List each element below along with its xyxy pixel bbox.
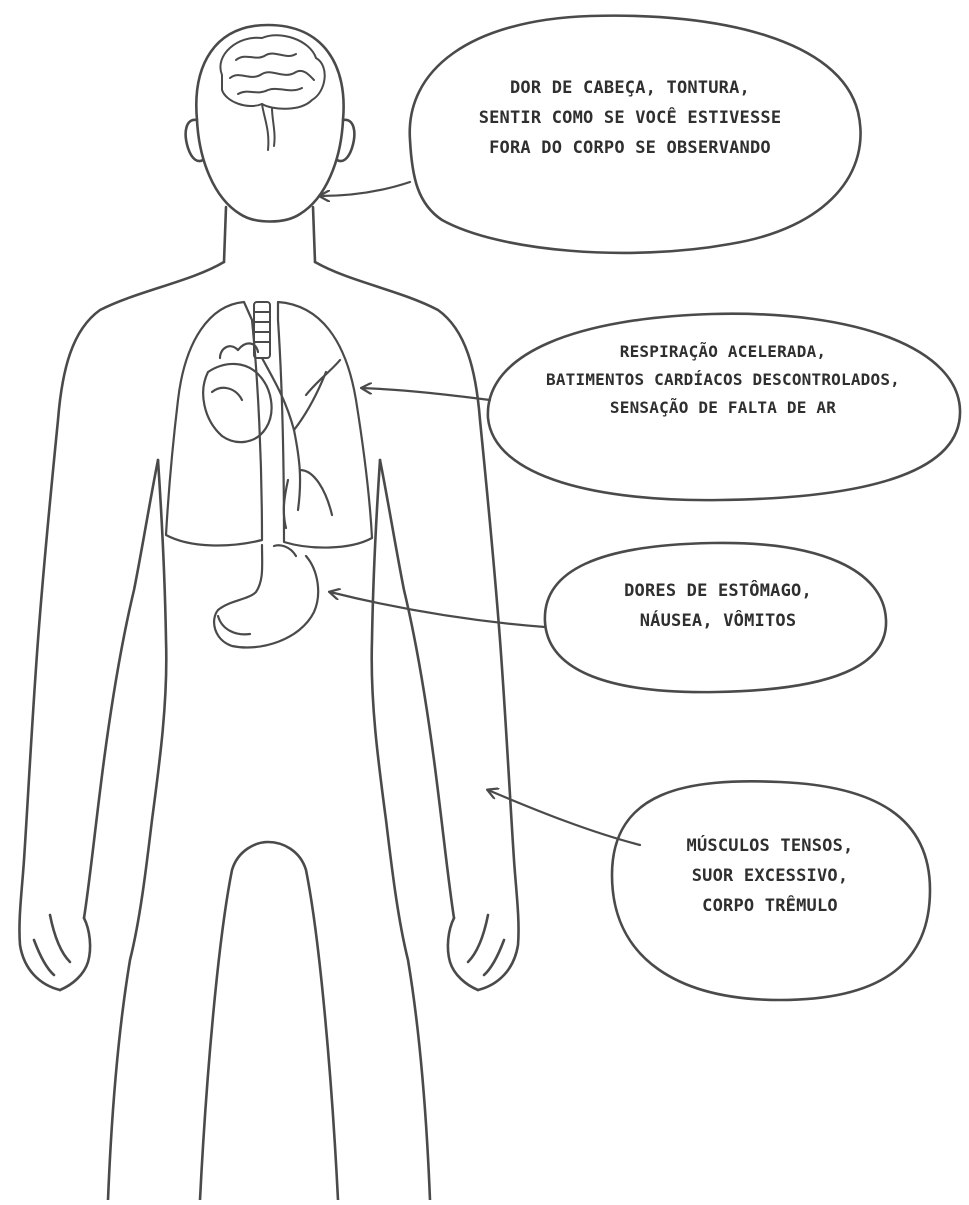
callout-text-chest: RESPIRAÇÃO ACELERADA, BATIMENTOS CARDÍAC… [488, 338, 958, 422]
callout-arrows [320, 182, 640, 845]
callout-line: DOR DE CABEÇA, TONTURA, [420, 74, 840, 104]
callout-line: RESPIRAÇÃO ACELERADA, [488, 338, 958, 366]
callout-line: NÁUSEA, VÔMITOS [553, 607, 883, 637]
callout-line: SUOR EXCESSIVO, [620, 862, 920, 892]
stomach-icon [214, 545, 318, 648]
arrow-head-callout [320, 182, 410, 196]
callout-text-stomach: DORES DE ESTÔMAGO, NÁUSEA, VÔMITOS [553, 577, 883, 637]
brain-icon [220, 35, 324, 150]
arrow-stomach-callout [330, 592, 545, 627]
callout-line: BATIMENTOS CARDÍACOS DESCONTROLADOS, [488, 366, 958, 394]
callout-line: SENSAÇÃO DE FALTA DE AR [488, 394, 958, 422]
callout-line: DORES DE ESTÔMAGO, [553, 577, 883, 607]
callout-line: FORA DO CORPO SE OBSERVANDO [420, 134, 840, 164]
callout-text-head: DOR DE CABEÇA, TONTURA, SENTIR COMO SE V… [420, 74, 840, 163]
callout-line: CORPO TRÊMULO [620, 892, 920, 922]
callout-line: MÚSCULOS TENSOS, [620, 832, 920, 862]
callout-line: SENTIR COMO SE VOCÊ ESTIVESSE [420, 104, 840, 134]
callout-text-body: MÚSCULOS TENSOS, SUOR EXCESSIVO, CORPO T… [620, 832, 920, 921]
arrow-chest-callout [362, 388, 490, 400]
